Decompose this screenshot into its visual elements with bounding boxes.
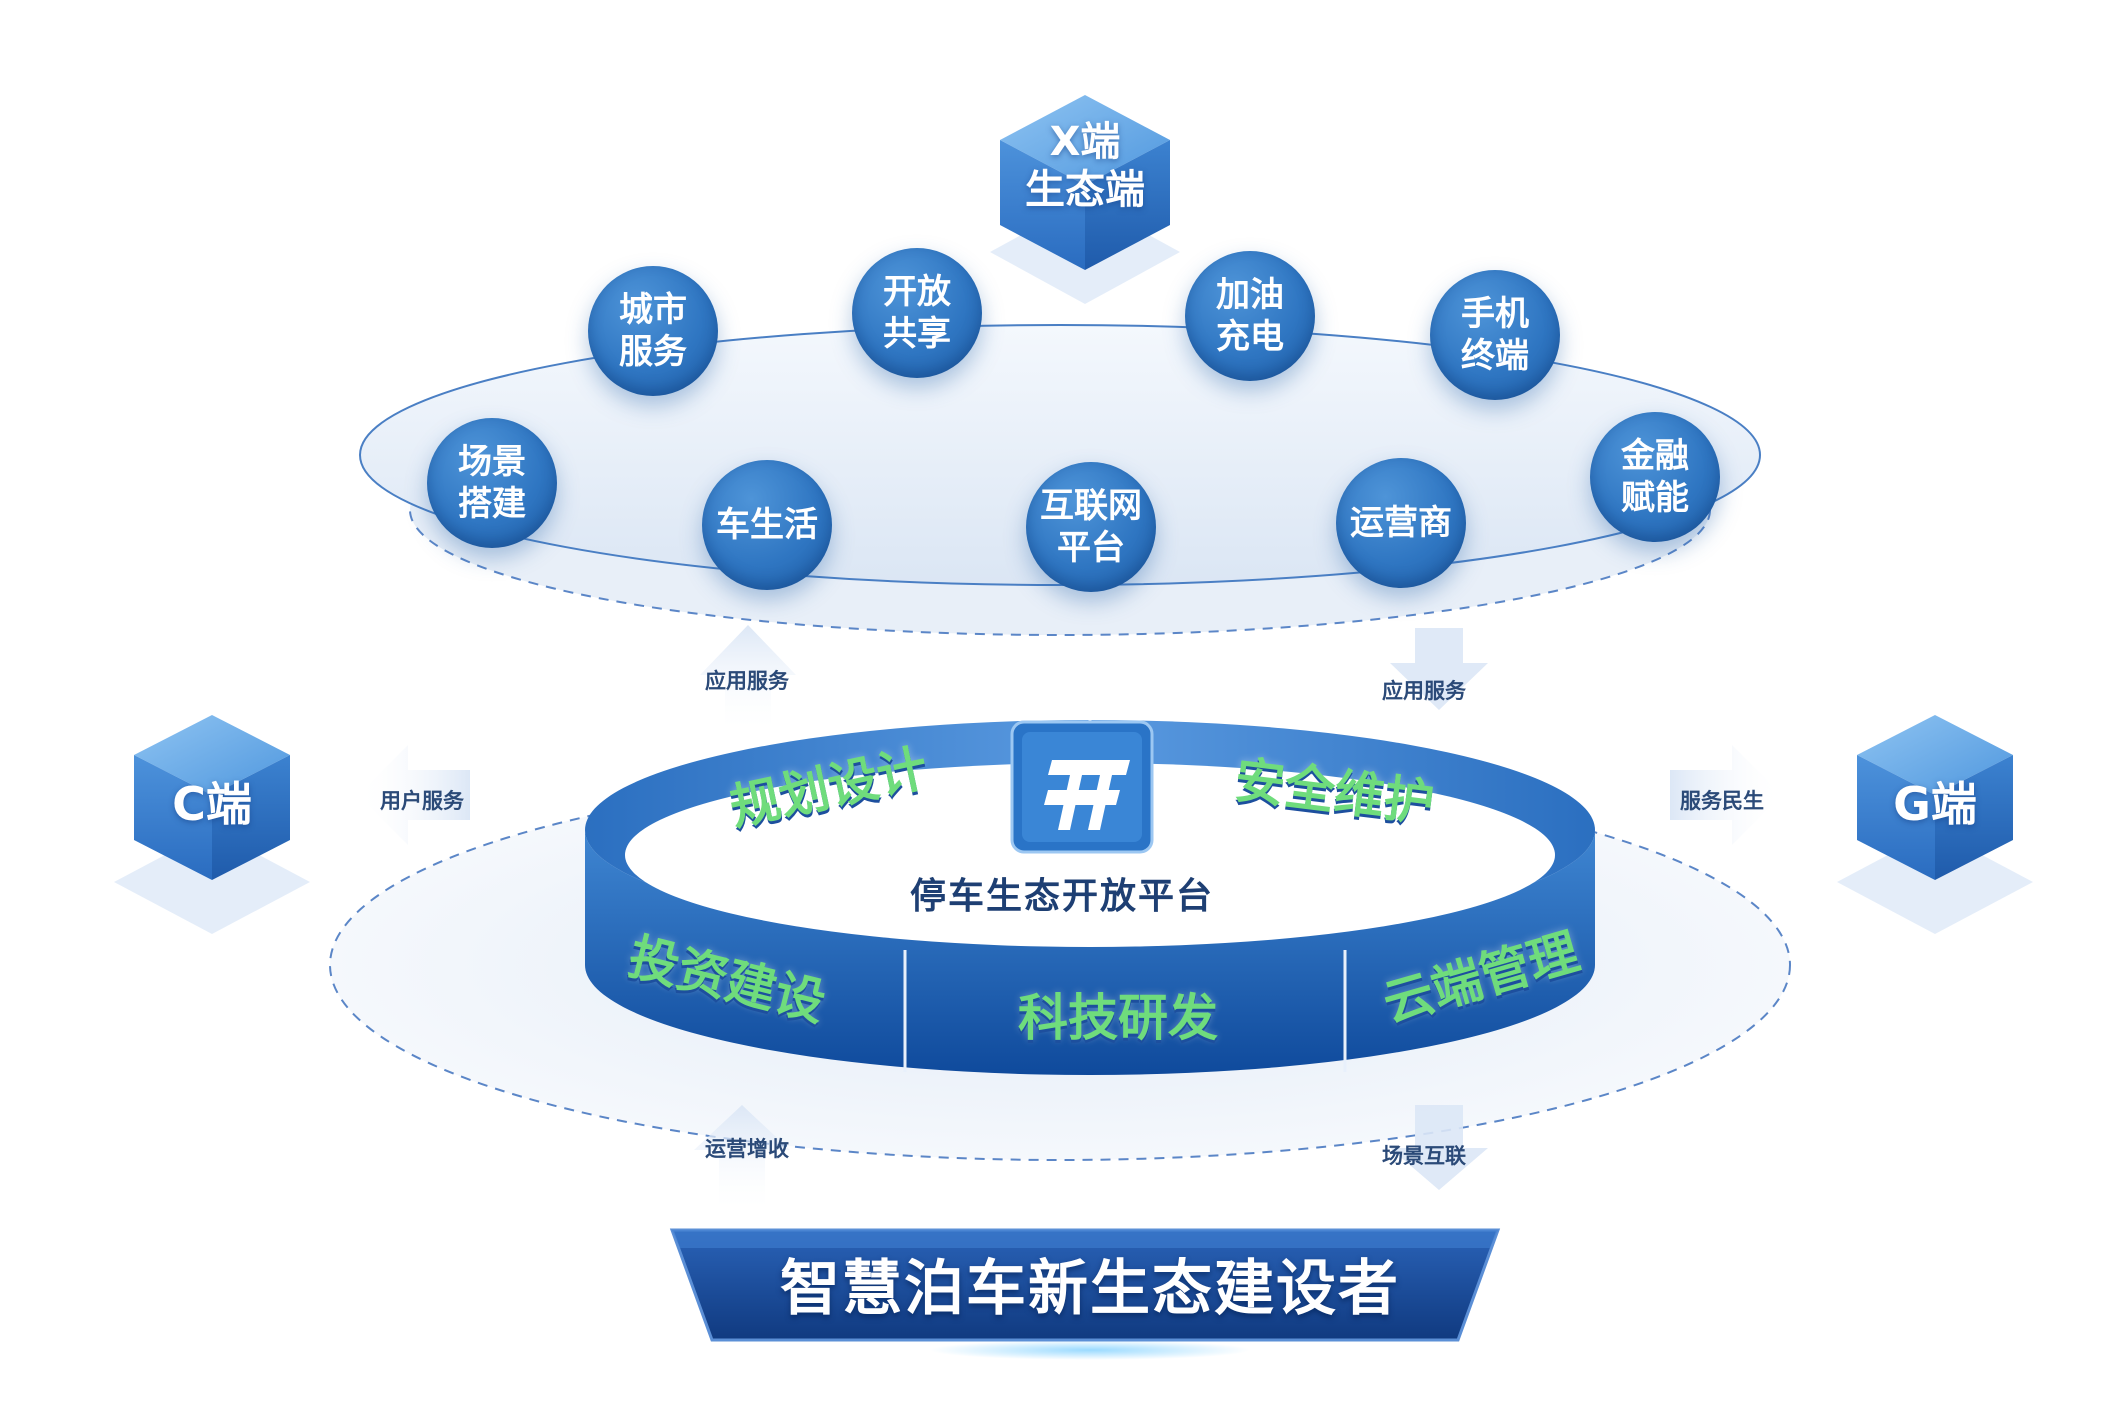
node-internet-platform: 互联网平台 — [1026, 462, 1156, 592]
node-open-share: 开放共享 — [852, 248, 982, 378]
node-scene-build: 场景搭建 — [427, 418, 557, 548]
segment-tech-rnd: 科技研发 — [1018, 989, 1218, 1047]
node-operator: 运营商 — [1336, 458, 1466, 588]
bottom-banner — [669, 1228, 1501, 1360]
node-finance-enable: 金融赋能 — [1590, 412, 1720, 542]
x-end-label: X端 生态端 — [1025, 119, 1145, 213]
g-end-label: G端 — [1893, 777, 1977, 831]
arrow-bottom-right — [1390, 1105, 1488, 1190]
c-end-label: C端 — [172, 777, 252, 831]
arrow-right — [1670, 745, 1782, 845]
arrow-down-right — [1390, 628, 1488, 710]
flow-label-up-left: 应用服务 — [705, 669, 789, 693]
node-city-service: 城市服务 — [588, 266, 718, 396]
node-car-life: 车生活 — [702, 460, 832, 590]
platform-logo — [1010, 720, 1154, 854]
flow-label-left: 用户服务 — [380, 789, 464, 813]
flow-label-right: 服务民生 — [1680, 789, 1764, 813]
flow-label-down-right: 应用服务 — [1382, 679, 1466, 703]
node-mobile-terminal: 手机终端 — [1430, 270, 1560, 400]
node-fuel-charge: 加油充电 — [1185, 251, 1315, 381]
g-end-cube — [1837, 715, 2033, 934]
flow-label-bottom-left: 运营增收 — [705, 1137, 789, 1161]
platform-title: 停车生态开放平台 — [909, 876, 1214, 917]
c-end-cube — [114, 715, 310, 934]
arrow-up-left — [700, 625, 796, 735]
arrow-bottom-left — [694, 1105, 790, 1215]
flow-label-bottom-right: 场景互联 — [1382, 1144, 1466, 1168]
x-end-cube — [990, 95, 1180, 304]
arrow-left — [358, 745, 470, 845]
banner-title: 智慧泊车新生态建设者 — [780, 1254, 1400, 1324]
